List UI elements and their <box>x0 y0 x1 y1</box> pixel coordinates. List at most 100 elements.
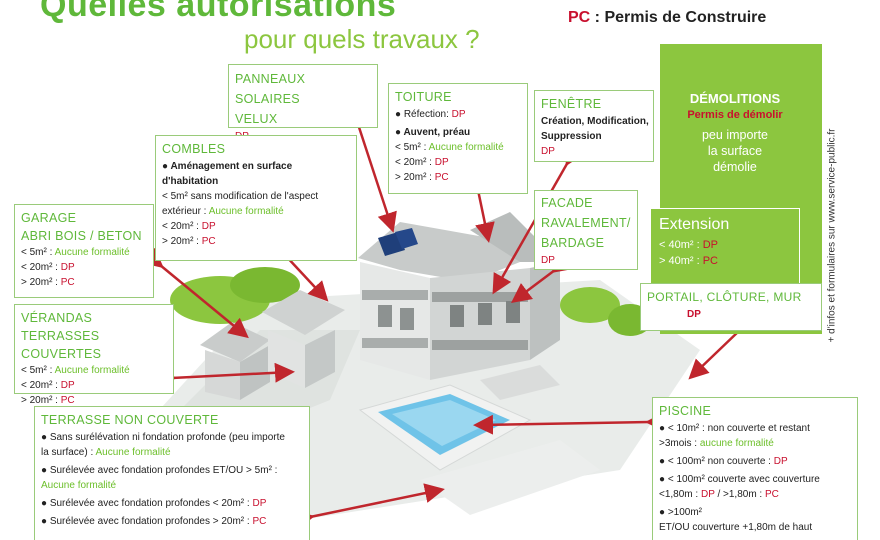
arrow <box>688 312 758 380</box>
toiture-line: < 5m² : Aucune formalité <box>395 140 521 155</box>
fenetre-val: DP <box>541 146 555 157</box>
combles-line: > 20m² : PC <box>162 234 350 249</box>
verandas-l3-text: > 20m² : <box>21 395 61 406</box>
piscine-l1-text: < 10m² : non couverte et restant <box>667 423 810 434</box>
balcony <box>432 292 528 302</box>
legend: PC : Permis de Construire <box>568 9 766 27</box>
toiture-l2-text: Auvent, préau <box>403 127 471 138</box>
arrow <box>340 97 397 233</box>
combles-l6-val: PC <box>201 236 216 247</box>
terrasse-title: TERRASSE NON COUVERTE <box>41 413 219 427</box>
piscine-l2-text: >3mois : <box>659 438 700 449</box>
terrasse-l1-text: Sans surélévation ni fondation profonde … <box>49 432 285 443</box>
verandas-l2-val: DP <box>60 380 75 391</box>
garage-line: < 20m² : DP <box>21 260 147 275</box>
garage-l2-text: < 20m² : <box>21 262 61 273</box>
extension-title: Extension <box>659 216 730 233</box>
piscine-line: ● < 100m² non couverte : DP <box>659 456 788 467</box>
piscine-l6-text: >100m² <box>667 507 703 518</box>
garage-l1-text: < 5m² : <box>21 247 55 258</box>
toiture-l3-val: Aucune formalité <box>428 142 504 153</box>
piscine-l6: ● >100m² <box>659 507 703 518</box>
terrasse-l3-text: Surélevée avec fondation profondes ET/OU… <box>49 465 278 476</box>
demolitions-text: DÉMOLITIONS Permis de démolir peu import… <box>660 90 810 175</box>
toiture-line: > 20m² : PC <box>395 170 521 185</box>
window <box>478 303 492 325</box>
extension-l1-val: DP <box>702 239 718 251</box>
window <box>400 308 414 330</box>
garage-box: GARAGE ABRI BOIS / BETON < 5m² : Aucune … <box>14 204 154 298</box>
terrasse-l2-val: Aucune formalité <box>95 447 171 458</box>
garage-roof <box>200 322 270 362</box>
demolitions-sub: Permis de démolir <box>687 109 783 121</box>
window <box>378 305 392 327</box>
garage-l3-text: > 20m² : <box>21 277 61 288</box>
terrasse-l5-text: Surélevée avec fondation profondes < 20m… <box>49 498 253 509</box>
piscine-line: >3mois : aucune formalité <box>659 436 851 451</box>
arrow <box>293 483 445 530</box>
arrow <box>511 253 573 303</box>
side-note-text: + d'infos et formulaires sur www.service… <box>826 128 838 343</box>
piscine-line: <1,80m : DP / >1,80m : PC <box>659 487 851 502</box>
steps <box>480 365 560 400</box>
fenetre-l2: Suppression <box>541 131 602 142</box>
hedge <box>560 287 620 323</box>
toiture-l3-text: < 5m² : <box>395 142 429 153</box>
extension-l2-text: > 40m² : <box>659 255 703 267</box>
piscine-l5-val: DP <box>700 489 715 500</box>
facade-val: DP <box>541 255 555 266</box>
demolitions-line3: démolie <box>713 160 757 174</box>
piscine-l5-text: <1,80m : <box>659 489 701 500</box>
extension-line: > 40m² : PC <box>659 253 791 269</box>
toiture-l4-val: DP <box>434 157 449 168</box>
terrasse-box: TERRASSE NON COUVERTE ● Sans surélévatio… <box>34 406 310 540</box>
garage-line: < 5m² : Aucune formalité <box>21 245 147 260</box>
verandas-l3-val: PC <box>60 395 75 406</box>
extension-box: Extension < 40m² : DP > 40m² : PC <box>650 208 800 288</box>
verandas-box: VÉRANDAS TERRASSES COUVERTES < 5m² : Auc… <box>14 304 174 406</box>
piscine-l4: ● < 100m² couverte avec couverture <box>659 474 820 485</box>
fenetre-box: FENÊTRE Création, Modification, Suppress… <box>534 90 654 162</box>
garage-line: > 20m² : PC <box>21 275 147 290</box>
annex-side <box>305 330 335 388</box>
walkway <box>420 440 600 515</box>
garage-l2-val: DP <box>60 262 75 273</box>
facade-box: FACADE RAVALEMENT/ BARDAGE DP <box>534 190 638 270</box>
toiture-l5-val: PC <box>434 172 449 183</box>
facade-title1: FACADE <box>541 196 593 210</box>
extension-l1-text: < 40m² : <box>659 239 703 251</box>
combles-l4-text: extérieur : <box>162 206 209 217</box>
window <box>506 301 520 323</box>
combles-l6-text: > 20m² : <box>162 236 202 247</box>
piscine-l7: ET/OU couverture +1,80m de haut <box>659 522 813 533</box>
legend-abbr: PC <box>568 9 591 26</box>
combles-l5-val: DP <box>201 221 216 232</box>
piscine-l5-val2: PC <box>765 489 779 500</box>
arrow <box>156 362 295 389</box>
toiture-line: ● Réfection: DP <box>395 109 466 120</box>
piscine-l3-val: DP <box>773 456 788 467</box>
extension-l2-val: PC <box>702 255 718 267</box>
combles-box: COMBLES ● Aménagement en surface d'habit… <box>155 135 357 261</box>
piscine-l4-text: < 100m² couverte avec couverture <box>667 474 820 485</box>
garage-l1-val: Aucune formalité <box>54 247 130 258</box>
combles-l3: < 5m² sans modification de l'aspect <box>162 191 319 202</box>
fenetre-title: FENÊTRE <box>541 97 602 111</box>
piscine-l3-text: < 100m² non couverte : <box>667 456 774 467</box>
page-title: Quelles autorisations <box>40 0 397 24</box>
piscine-box: PISCINE ● < 10m² : non couverte et resta… <box>652 397 858 540</box>
piscine-l5-mid: / >1,80m : <box>714 489 765 500</box>
arrow <box>142 247 249 339</box>
terrasse-l4: Aucune formalité <box>41 480 117 491</box>
verandas-title1: VÉRANDAS <box>21 311 93 325</box>
terrasse-line: la surface) : Aucune formalité <box>41 445 303 460</box>
combles-l1: ● Aménagement en surface <box>162 161 293 172</box>
toiture-l1-text: Réfection: <box>403 109 452 120</box>
arrow <box>492 144 585 295</box>
toiture-l1-val: DP <box>451 109 466 120</box>
terrasse-l5-val: DP <box>252 498 267 509</box>
toiture-l5-text: > 20m² : <box>395 172 435 183</box>
piscine-l1: ● < 10m² : non couverte et restant <box>659 423 810 434</box>
verandas-line: > 20m² : PC <box>21 393 167 408</box>
